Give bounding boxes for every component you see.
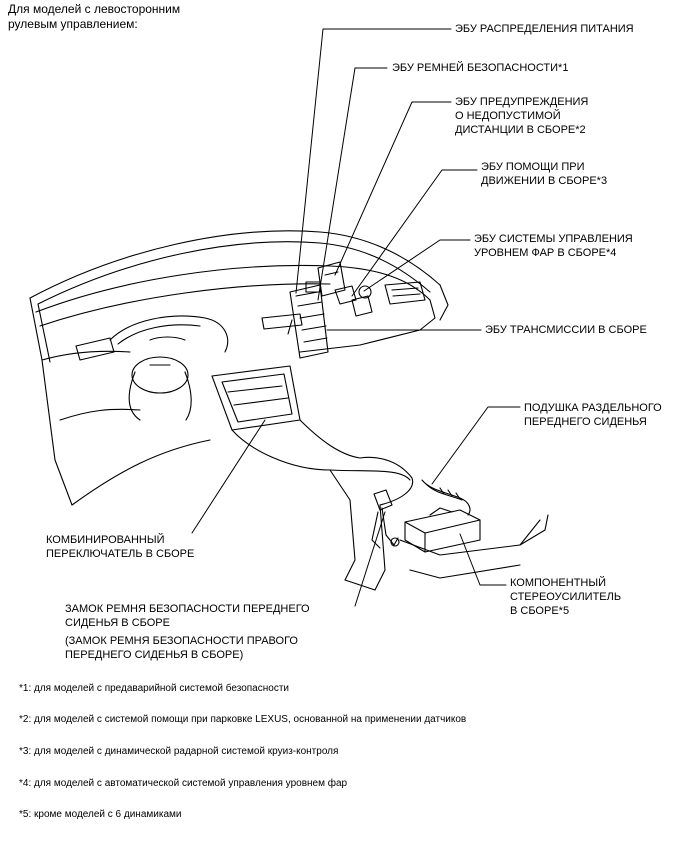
label-seatbelt-buckle-line-1: ЗАМОК РЕМНЯ БЕЗОПАСНОСТИ ПЕРЕДНЕГО [65, 603, 310, 615]
footnote-4: *4: для моделей с автоматической системо… [19, 778, 348, 789]
ecu-cluster [287, 261, 373, 359]
label-distance-warning-ecu-line-3: ДИСТАНЦИИ В СБОРЕ*2 [455, 124, 586, 136]
header-line-1: Для моделей с левосторонним [8, 2, 181, 16]
label-stereo-amplifier-line-3: В СБОРЕ*5 [510, 605, 570, 617]
label-seat-cushion-line-1: ПОДУШКА РАЗДЕЛЬНОГО [524, 402, 662, 414]
dashboard-outline [29, 230, 549, 591]
footnote-2: *2: для моделей с системой помощи при па… [19, 714, 467, 725]
label-stereo-amplifier-line-1: КОМПОНЕНТНЫЙ [510, 577, 606, 589]
amplifier-unit [404, 479, 481, 553]
label-combination-switch-line-2: ПЕРЕКЛЮЧАТЕЛЬ В СБОРЕ [46, 548, 195, 560]
header-line-2: рулевым управлением: [8, 17, 138, 31]
label-seatbelt-buckle-line-2: СИДЕНЬЯ В СБОРЕ [65, 617, 170, 629]
label-headlight-leveling-ecu-line-2: УРОВНЕМ ФАР В СБОРЕ*4 [474, 247, 617, 259]
footnote-3: *3: для моделей с динамической радарной … [19, 746, 339, 757]
label-distance-warning-ecu-line-1: ЭБУ ПРЕДУПРЕЖДЕНИЯ [455, 96, 589, 108]
label-stereo-amplifier-line-2: СТЕРЕОУСИЛИТЕЛЬ [510, 591, 622, 603]
label-seatbelt-buckle-alt-line-2: ПЕРЕДНЕГО СИДЕНЬЯ В СБОРЕ) [65, 649, 244, 661]
label-headlight-leveling-ecu-line-1: ЭБУ СИСТЕМЫ УПРАВЛЕНИЯ [474, 233, 633, 245]
seatbelt-buckle [371, 489, 400, 549]
leader-lines [191, 28, 521, 607]
label-driving-assist-ecu-line-1: ЭБУ ПОМОЩИ ПРИ [481, 161, 585, 173]
label-driving-assist-ecu-line-2: ДВИЖЕНИИ В СБОРЕ*3 [481, 175, 608, 187]
label-seat-cushion-line-2: ПЕРЕДНЕГО СИДЕНЬЯ [524, 416, 647, 428]
label-transmission-ecu: ЭБУ ТРАНСМИССИИ В СБОРЕ [485, 324, 647, 336]
footnote-5: *5: кроме моделей с 6 динамиками [19, 809, 182, 820]
label-distance-warning-ecu-line-2: О НЕДОПУСТИМОЙ [455, 110, 561, 122]
footnote-1: *1: для моделей с предаварийной системой… [19, 683, 289, 694]
label-power-distribution-ecu: ЭБУ РАСПРЕДЕЛЕНИЯ ПИТАНИЯ [455, 23, 634, 35]
label-combination-switch-line-1: КОМБИНИРОВАННЫЙ [46, 534, 165, 546]
label-seatbelt-ecu: ЭБУ РЕМНЕЙ БЕЗОПАСНОСТИ*1 [392, 62, 569, 74]
label-seatbelt-buckle-alt-line-1: (ЗАМОК РЕМНЯ БЕЗОПАСНОСТИ ПРАВОГО [65, 635, 298, 647]
